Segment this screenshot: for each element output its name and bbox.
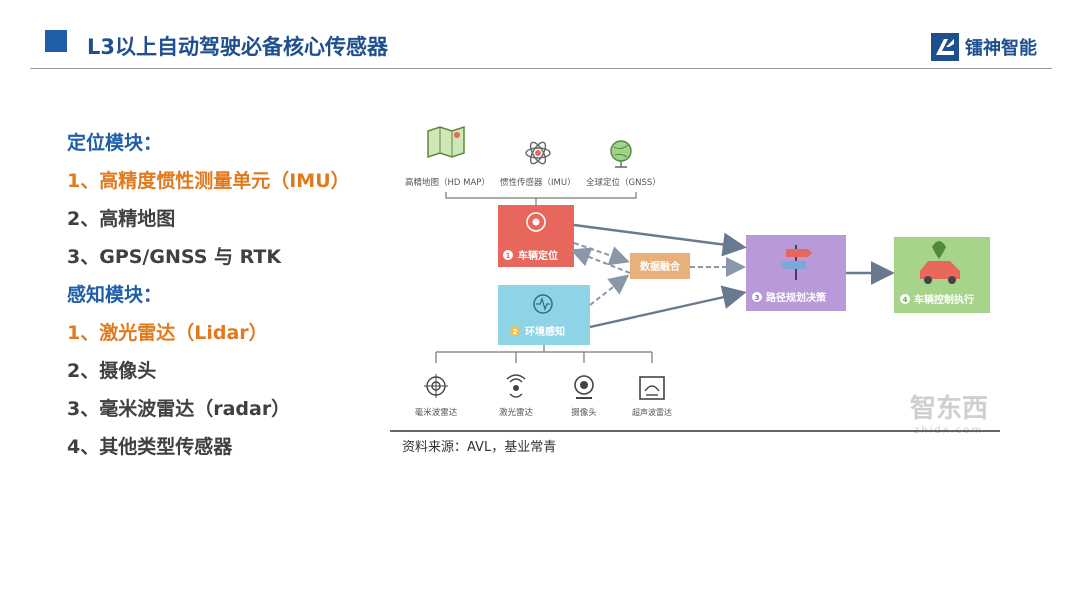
node-perception-label: 环境感知 <box>525 325 565 338</box>
node-control: 4 车辆控制执行 <box>894 237 990 313</box>
list-line-1: 1、高精度惯性测量单元（IMU） <box>67 170 350 192</box>
source-label-gnss: 全球定位（GNSS） <box>586 177 661 188</box>
sensor-label-camera: 摄像头 <box>571 407 597 418</box>
arrow-perception-fusion <box>589 274 630 306</box>
node-fusion: 数据融合 <box>630 253 690 279</box>
sensor-label-radar: 毫米波雷达 <box>415 407 458 418</box>
list-line-4: 感知模块： <box>67 284 163 306</box>
brand-name: 镭神智能 <box>965 38 1037 59</box>
list-line-3: 3、GPS/GNSS 与 RTK <box>67 246 282 268</box>
ultrasonic-icon <box>639 376 665 400</box>
node-perception: 2 环境感知 <box>498 285 590 345</box>
node-fusion-label: 数据融合 <box>640 260 681 273</box>
watermark: 智东西 <box>910 393 988 424</box>
source-label-hdmap: 高精地图（HD MAP） <box>405 177 490 188</box>
list-line-0: 定位模块： <box>67 132 163 154</box>
arrow-fusion-localization <box>570 247 631 274</box>
node-planning: 3 路径规划决策 <box>746 235 846 311</box>
arrow-localization-fusion <box>573 242 630 266</box>
brand-logo-icon <box>931 33 959 61</box>
title-marker <box>45 30 67 52</box>
map-icon <box>427 125 465 159</box>
list-line-8: 4、其他类型传感器 <box>67 436 233 458</box>
arrow-perception-planning <box>589 285 747 329</box>
sensor-label-ultrasonic: 超声波雷达 <box>632 407 672 417</box>
brand-logo: 镭神智能 <box>931 33 1037 61</box>
node-control-label: 车辆控制执行 <box>914 293 974 306</box>
camera-icon <box>574 375 594 399</box>
list-line-6: 2、摄像头 <box>67 360 157 382</box>
node-localization-label: 车辆定位 <box>518 249 558 262</box>
atom-icon <box>525 141 551 165</box>
list-line-2: 2、高精地图 <box>67 208 176 230</box>
globe-icon <box>610 140 632 168</box>
title-divider <box>30 68 1052 69</box>
source-note: 资料来源：AVL，基业常青 <box>402 440 556 455</box>
lidar-icon <box>506 374 526 398</box>
source-label-imu: 惯性传感器（IMU） <box>500 177 576 188</box>
svg-text:4: 4 <box>903 296 908 304</box>
radar-icon <box>424 374 448 398</box>
page-title: L3以上自动驾驶必备核心传感器 <box>87 35 388 59</box>
svg-text:2: 2 <box>513 328 518 336</box>
svg-text:1: 1 <box>506 252 511 260</box>
sensor-flow-diagram: 高精地图（HD MAP） 惯性传感器（IMU） 全球定位（GNSS） 1 车辆定… <box>390 125 1000 455</box>
svg-text:3: 3 <box>755 294 760 302</box>
arrow-localization-planning <box>573 223 747 257</box>
node-localization: 1 车辆定位 <box>498 205 574 267</box>
sensor-label-lidar: 激光雷达 <box>499 407 534 418</box>
list-line-7: 3、毫米波雷达（radar） <box>67 398 291 420</box>
list-line-5: 1、激光雷达（Lidar） <box>67 322 268 344</box>
node-planning-label: 路径规划决策 <box>766 291 827 304</box>
